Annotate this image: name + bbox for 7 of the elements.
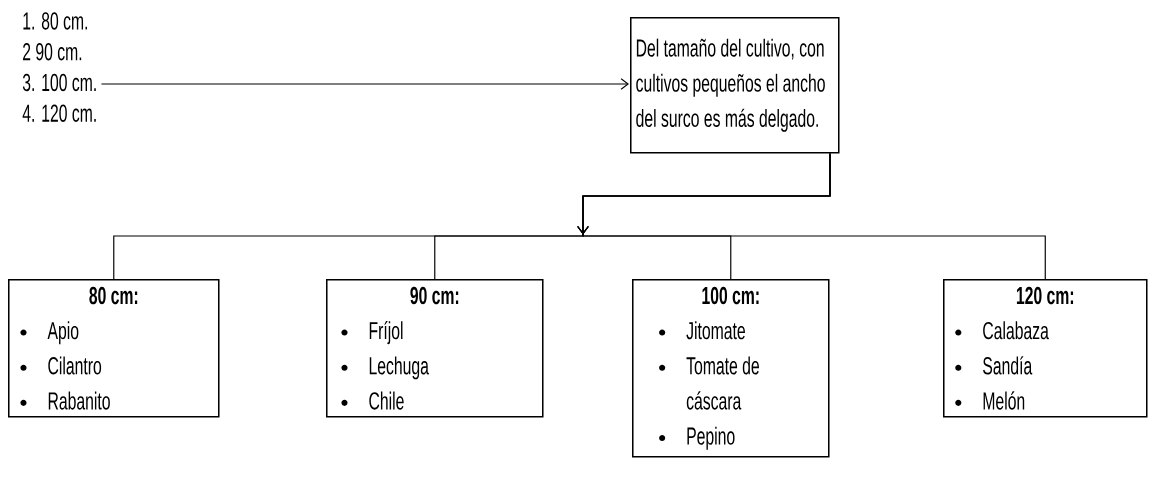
category-box: 80 cm: Apio Cilantro Rabanito (8, 279, 220, 418)
text-box: Del tamaño del cultivo, con cultivos pequeños el ancho del surco es más delgado. (630, 17, 840, 154)
numbered-list: 1. 80 cm. 2 90 cm. 3. 100 cm. 4. 120 cm. (22, 12, 96, 122)
category-box: 90 cm: Fríjol Lechuga Chile (326, 279, 544, 418)
category-box: 100 cm: Jitomate Tomate de cáscara Pepino (632, 279, 830, 458)
connector-arrow (620, 78, 629, 90)
category-box: 120 cm: Calabaza Sandía Melón (943, 279, 1148, 418)
